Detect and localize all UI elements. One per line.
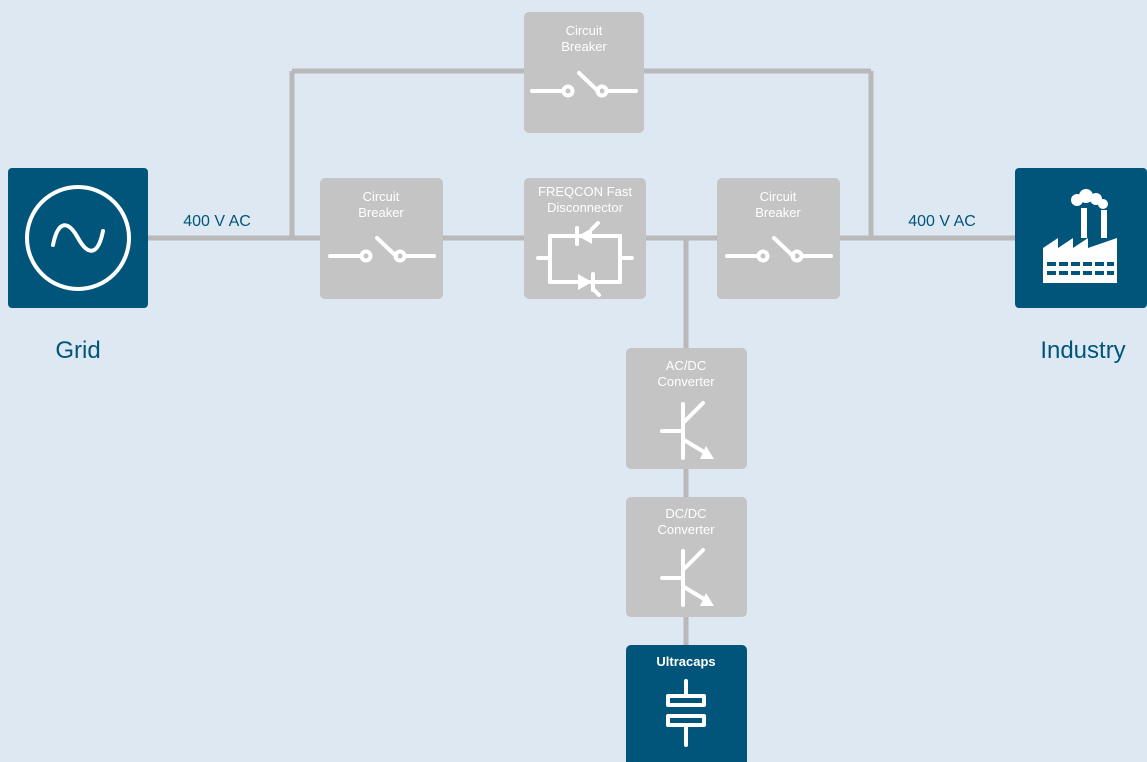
grid-breaker: Circuit Breaker	[320, 178, 443, 299]
bypass-breaker-box	[524, 12, 644, 133]
factory-icon	[1043, 189, 1117, 283]
switch-icon	[530, 71, 638, 98]
grid-breaker-box	[320, 178, 443, 299]
grid-endpoint: Grid	[8, 168, 148, 364]
wiring	[148, 68, 1015, 655]
acdc-converter: AC/DC Converter	[626, 348, 747, 469]
industry-label: Industry	[1040, 337, 1125, 364]
industry-breaker-box	[717, 178, 840, 299]
ac-sine-icon	[25, 185, 131, 291]
ultracaps-label: Ultracaps	[656, 654, 715, 669]
transistor-icon	[660, 548, 714, 607]
fast-disconnector-label-2: Disconnector	[547, 200, 624, 215]
industry-breaker-label-2: Breaker	[755, 205, 801, 220]
grid-label: Grid	[55, 337, 100, 364]
voltage-label-industry: 400 V AC	[908, 213, 976, 230]
acdc-converter-box	[626, 348, 747, 469]
fast-disconnector: FREQCON Fast Disconnector	[524, 178, 646, 299]
grid-breaker-label-2: Breaker	[358, 205, 404, 220]
bypass-breaker-label-1: Circuit	[566, 23, 603, 38]
acdc-converter-label-2: Converter	[657, 374, 715, 389]
grid-breaker-label-1: Circuit	[363, 189, 400, 204]
bypass-breaker-label-2: Breaker	[561, 39, 607, 54]
switch-icon	[725, 236, 833, 263]
switch-icon	[328, 236, 436, 263]
dcdc-converter: DC/DC Converter	[626, 497, 747, 617]
dcdc-converter-box	[626, 497, 747, 617]
dcdc-converter-label-1: DC/DC	[665, 506, 706, 521]
acdc-converter-label-1: AC/DC	[666, 358, 706, 373]
voltage-label-grid: 400 V AC	[183, 213, 251, 230]
industry-breaker: Circuit Breaker	[717, 178, 840, 299]
industry-breaker-label-1: Circuit	[760, 189, 797, 204]
dcdc-converter-label-2: Converter	[657, 522, 715, 537]
transistor-icon	[660, 401, 714, 460]
industry-endpoint: Industry	[1015, 168, 1147, 364]
thyristor-pair-icon	[536, 221, 634, 297]
capacitor-icon	[666, 679, 706, 747]
fast-disconnector-label-1: FREQCON Fast	[538, 184, 632, 199]
ultracaps: Ultracaps	[626, 645, 747, 762]
bypass-breaker: Circuit Breaker	[524, 12, 644, 133]
